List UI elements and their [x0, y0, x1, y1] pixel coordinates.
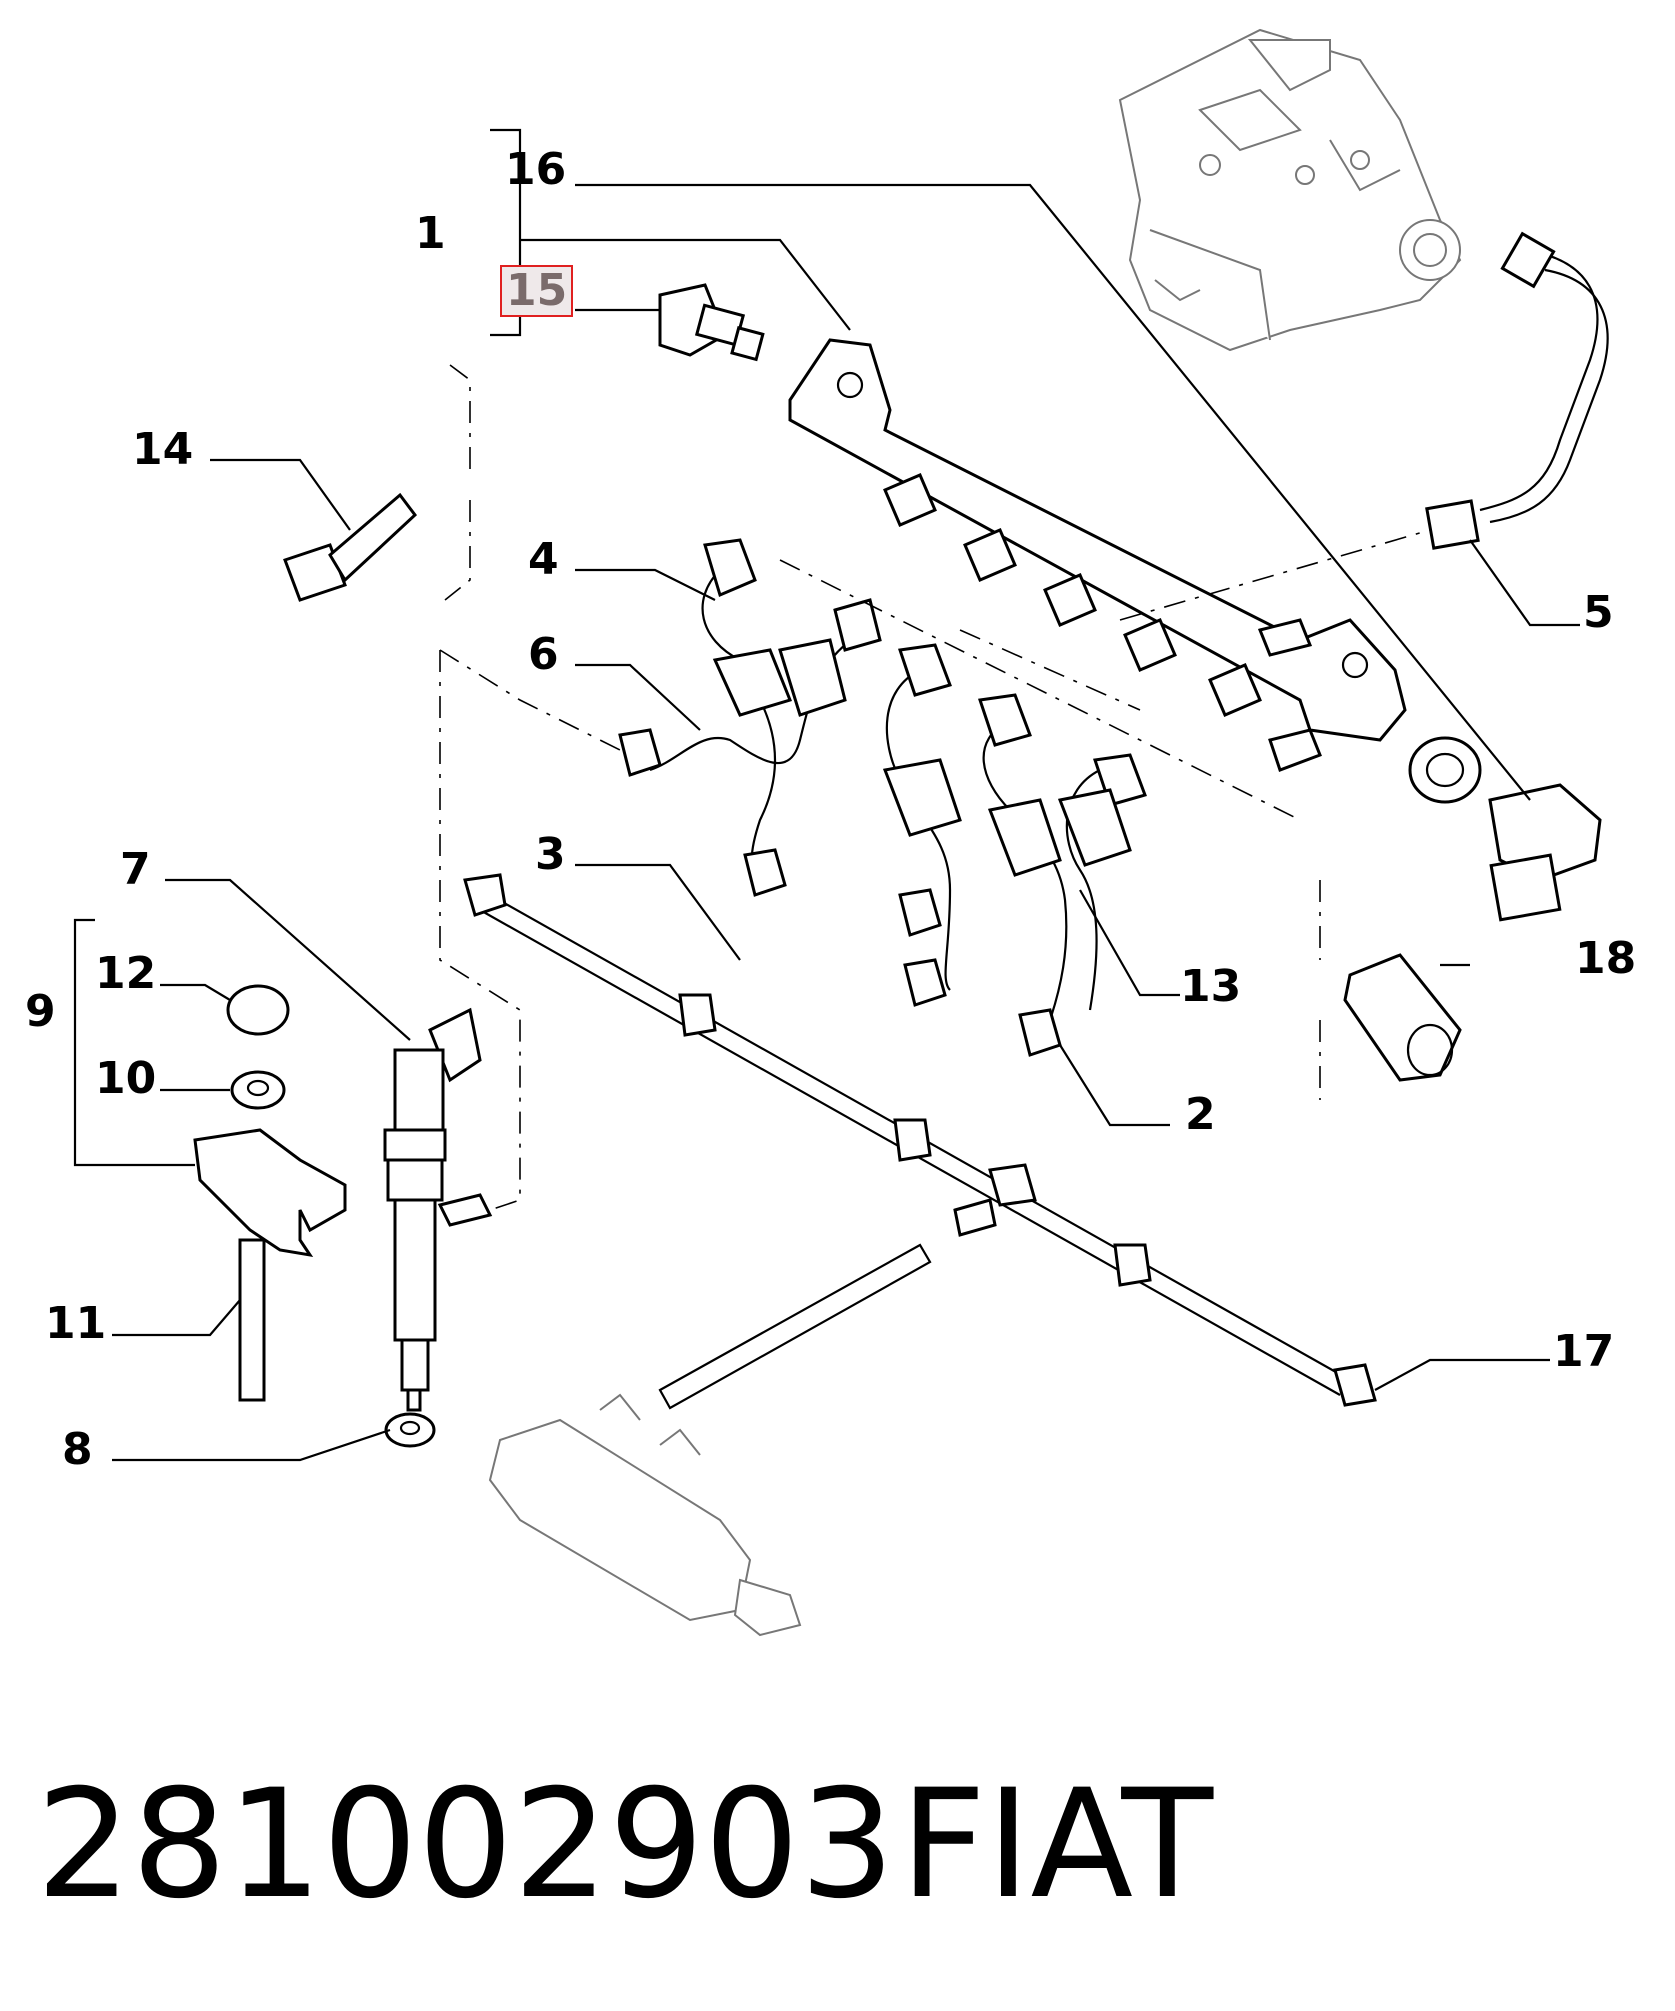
- injector-pipes: [618, 538, 1147, 1057]
- pressure-sensor-15: [658, 283, 765, 362]
- callout-13[interactable]: 13: [1180, 961, 1242, 1012]
- connection-lines: [439, 364, 1431, 1211]
- leader-lines: [73, 128, 1580, 1462]
- callout-3[interactable]: 3: [535, 829, 566, 880]
- clamp-9: [193, 1128, 347, 1258]
- callout-15-highlighted[interactable]: 15: [500, 265, 574, 317]
- fuel-rail-1: [788, 338, 1482, 804]
- callout-4[interactable]: 4: [528, 534, 559, 585]
- injector-7: [383, 1007, 493, 1412]
- callout-18[interactable]: 18: [1575, 933, 1637, 984]
- callout-6[interactable]: 6: [528, 629, 559, 680]
- bolt-14: [283, 492, 418, 602]
- high-pressure-pump: [1118, 28, 1462, 352]
- callout-1[interactable]: 1: [415, 208, 446, 259]
- leak-off-hose: [658, 1243, 932, 1410]
- callout-7[interactable]: 7: [120, 844, 151, 895]
- callout-9[interactable]: 9: [25, 986, 56, 1037]
- rail-outlet-nipples: [883, 473, 1313, 717]
- nut-12: [226, 984, 290, 1036]
- washer-8: [384, 1412, 436, 1448]
- stud-11: [238, 1238, 266, 1402]
- callout-14[interactable]: 14: [132, 424, 194, 475]
- clip-18: [1343, 953, 1462, 1082]
- washer-10: [230, 1070, 286, 1110]
- callout-16[interactable]: 16: [505, 144, 567, 195]
- part-number: 281002903: [36, 1758, 895, 1932]
- relief-valve-16: [1488, 783, 1602, 922]
- callout-2[interactable]: 2: [1185, 1089, 1216, 1140]
- callout-11[interactable]: 11: [45, 1298, 107, 1349]
- fuel-filter: [488, 1393, 802, 1637]
- callout-8[interactable]: 8: [62, 1424, 93, 1475]
- callout-12[interactable]: 12: [95, 948, 157, 999]
- callout-10[interactable]: 10: [95, 1053, 157, 1104]
- return-manifold-17: [463, 873, 1377, 1407]
- brand-name: FIAT: [900, 1758, 1214, 1932]
- callout-17[interactable]: 17: [1553, 1326, 1615, 1377]
- callout-5[interactable]: 5: [1583, 587, 1614, 638]
- pipe-5: [1425, 231, 1609, 550]
